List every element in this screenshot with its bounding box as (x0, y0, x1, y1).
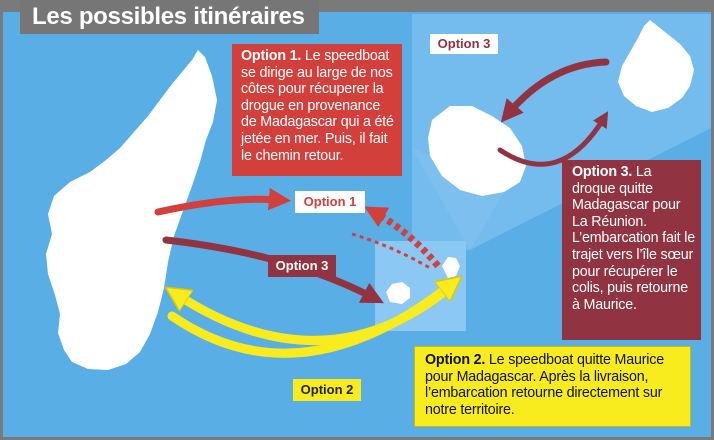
mauritius-island (442, 257, 460, 278)
option1-label: Option 1 (295, 191, 365, 213)
option1-heading: Option 1. (241, 48, 302, 64)
option3-label: Option 3 (268, 255, 336, 277)
option1-description: Option 1. Le speedboat se dirige au larg… (232, 44, 402, 176)
option1-arrow-dotted-thin (351, 232, 431, 270)
option1-arrow-out (154, 187, 292, 216)
option3-description: Option 3. La droque quitte Madagascar po… (562, 160, 701, 340)
page-title: Les possibles itinéraires (20, 0, 319, 34)
option3-label-zoom: Option 3 (430, 34, 498, 54)
reunion-island-zoom (428, 106, 526, 196)
option1-arrow-dotted (364, 206, 441, 269)
option2-heading: Option 2. (425, 352, 486, 368)
option1-text: Le speedboat se dirige au large de nos c… (241, 48, 394, 164)
option3-arrow-zoom-right (497, 111, 609, 167)
option3-heading: Option 3. (572, 164, 633, 180)
option3-text: La droque quitte Madagascar pour La Réun… (572, 164, 695, 313)
mauritius-island-zoom (618, 20, 694, 112)
option2-description: Option 2. Le speedboat quitte Maurice po… (414, 346, 691, 427)
madagascar (46, 50, 217, 370)
option2-arrow-back (167, 284, 452, 358)
option2-label: Option 2 (293, 379, 361, 401)
option2-text: Le speedboat quitte Maurice pour Madagas… (425, 352, 664, 418)
reunion-island (386, 282, 410, 304)
zoom-wedge (412, 148, 505, 250)
option3-arrow-zoom-left (500, 58, 610, 123)
